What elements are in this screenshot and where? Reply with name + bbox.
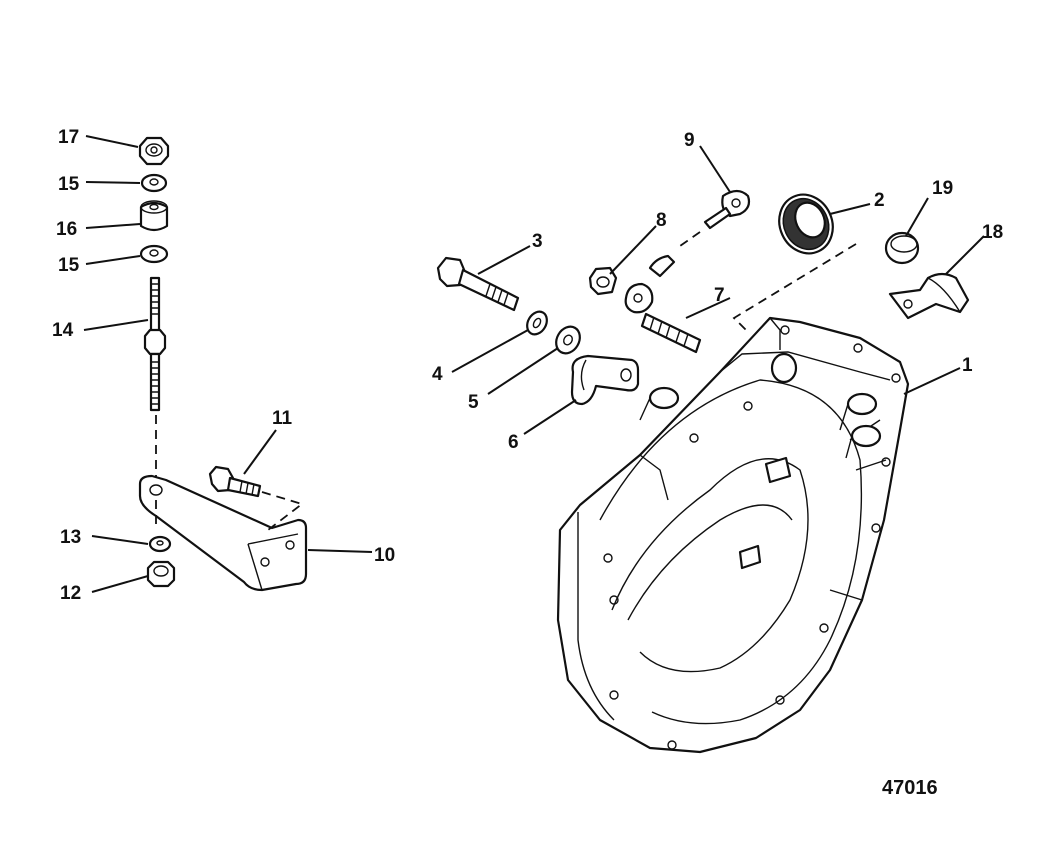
part-1-flywheel-housing[interactable] (556, 316, 910, 754)
part-19-plug[interactable] (884, 231, 920, 265)
part-16-spacer[interactable] (139, 200, 169, 232)
callout-17: 17 (58, 127, 79, 148)
part-13-washer[interactable] (148, 535, 172, 553)
fastener-group (436, 186, 970, 406)
callout-18: 18 (982, 222, 1003, 243)
part-15-washer-bottom[interactable] (139, 244, 169, 264)
part-14-stud[interactable] (143, 276, 167, 412)
callout-12: 12 (60, 583, 81, 604)
callout-2: 2 (874, 190, 885, 211)
callout-11: 11 (272, 408, 293, 429)
part-9-ground-strap[interactable] (624, 189, 751, 314)
callout-16: 16 (56, 219, 77, 240)
part-12-nut[interactable] (146, 560, 176, 588)
part-2-grommet[interactable] (770, 186, 842, 262)
callout-6: 6 (508, 432, 519, 453)
part-15-washer-top[interactable] (140, 173, 168, 193)
part-18-clip[interactable] (888, 272, 970, 320)
callout-9: 9 (684, 130, 695, 151)
callout-13: 13 (60, 527, 81, 548)
part-6-clamp[interactable] (570, 354, 640, 406)
callout-15-top: 15 (58, 174, 80, 195)
part-17-nut[interactable] (138, 136, 170, 166)
figure-number: 47016 (882, 777, 938, 799)
callout-15-bottom: 15 (58, 255, 80, 276)
part-4-washer[interactable] (523, 308, 551, 338)
callout-14: 14 (52, 320, 74, 341)
callout-3: 3 (532, 231, 543, 252)
callout-labels: 17 15 16 15 14 11 13 12 10 3 4 5 6 7 8 9… (52, 127, 1003, 799)
callout-8: 8 (656, 210, 667, 231)
part-10-bracket[interactable] (138, 474, 308, 592)
callout-7: 7 (714, 285, 725, 306)
part-8-nut[interactable] (588, 266, 618, 296)
callout-1: 1 (962, 355, 973, 376)
callout-10: 10 (374, 545, 395, 566)
callout-19: 19 (932, 178, 953, 199)
callout-5: 5 (468, 392, 479, 413)
callout-4: 4 (432, 364, 443, 385)
leader-lines (83, 135, 985, 593)
part-11-bolt[interactable] (208, 465, 262, 498)
mount-stack (138, 136, 308, 592)
part-3-bolt[interactable] (436, 256, 520, 312)
part-7-stud[interactable] (640, 312, 702, 354)
part-5-washer[interactable] (551, 322, 584, 357)
